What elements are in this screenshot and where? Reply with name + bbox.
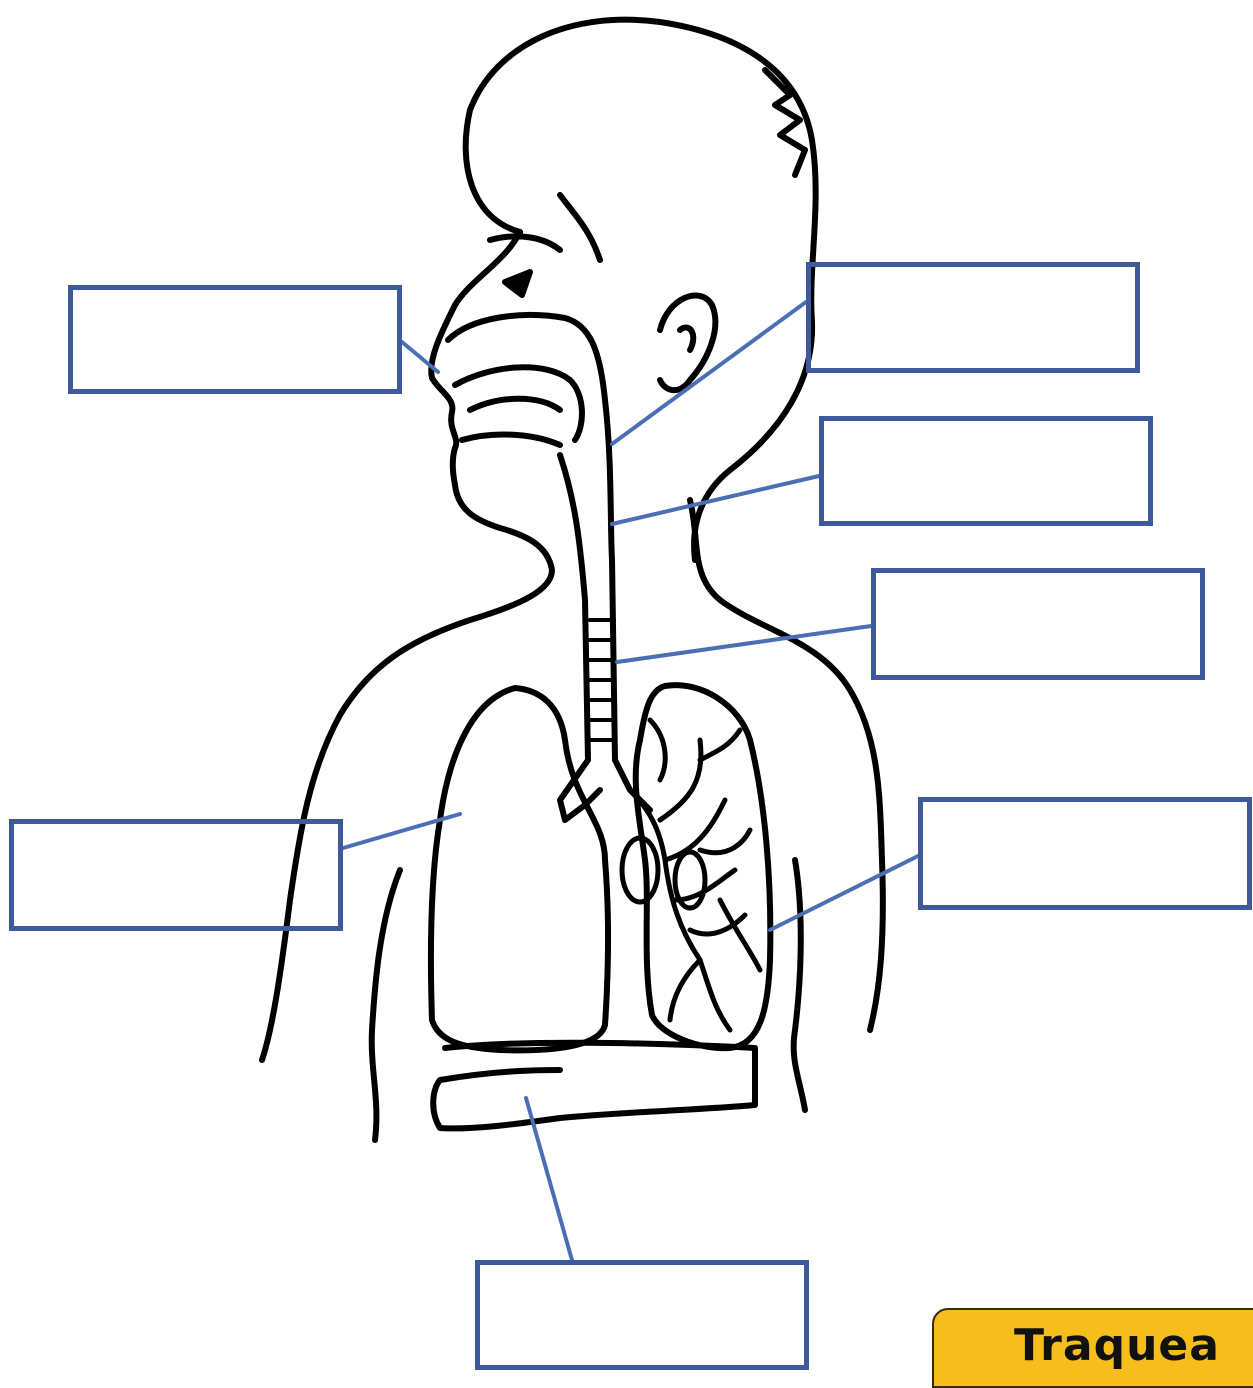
word-chip-label: Traquea (1014, 1320, 1220, 1371)
eye (505, 272, 530, 295)
ear-inner (680, 328, 693, 350)
lung-right (431, 688, 608, 1050)
label-drop-box-trachea[interactable] (871, 568, 1205, 680)
label-drop-box-larynx[interactable] (819, 416, 1153, 526)
leader-line-right-lung (343, 814, 460, 848)
torso-right (794, 860, 805, 1110)
leader-line-trachea (617, 626, 871, 662)
label-drop-box-nose[interactable] (68, 285, 402, 394)
draggable-word-chip[interactable]: Traquea (932, 1308, 1253, 1388)
bronchial-tree (622, 720, 760, 1030)
label-drop-box-left-lung[interactable] (918, 797, 1252, 910)
leader-line-left-lung (770, 856, 918, 930)
label-drop-box-right-lung[interactable] (9, 819, 343, 931)
trachea-wall (612, 560, 650, 810)
label-drop-box-pharynx[interactable] (806, 262, 1140, 373)
trachea-rings (590, 620, 614, 740)
torso-left (372, 870, 400, 1140)
cheek-line (560, 195, 600, 260)
neck-right (690, 500, 883, 1030)
oral-cavity (455, 367, 582, 445)
hair-tuft (765, 70, 805, 175)
diaphragm (433, 1043, 755, 1129)
label-drop-box-diaphragm[interactable] (475, 1260, 809, 1370)
eyebrow (490, 236, 560, 250)
pharynx-wall (560, 455, 600, 820)
